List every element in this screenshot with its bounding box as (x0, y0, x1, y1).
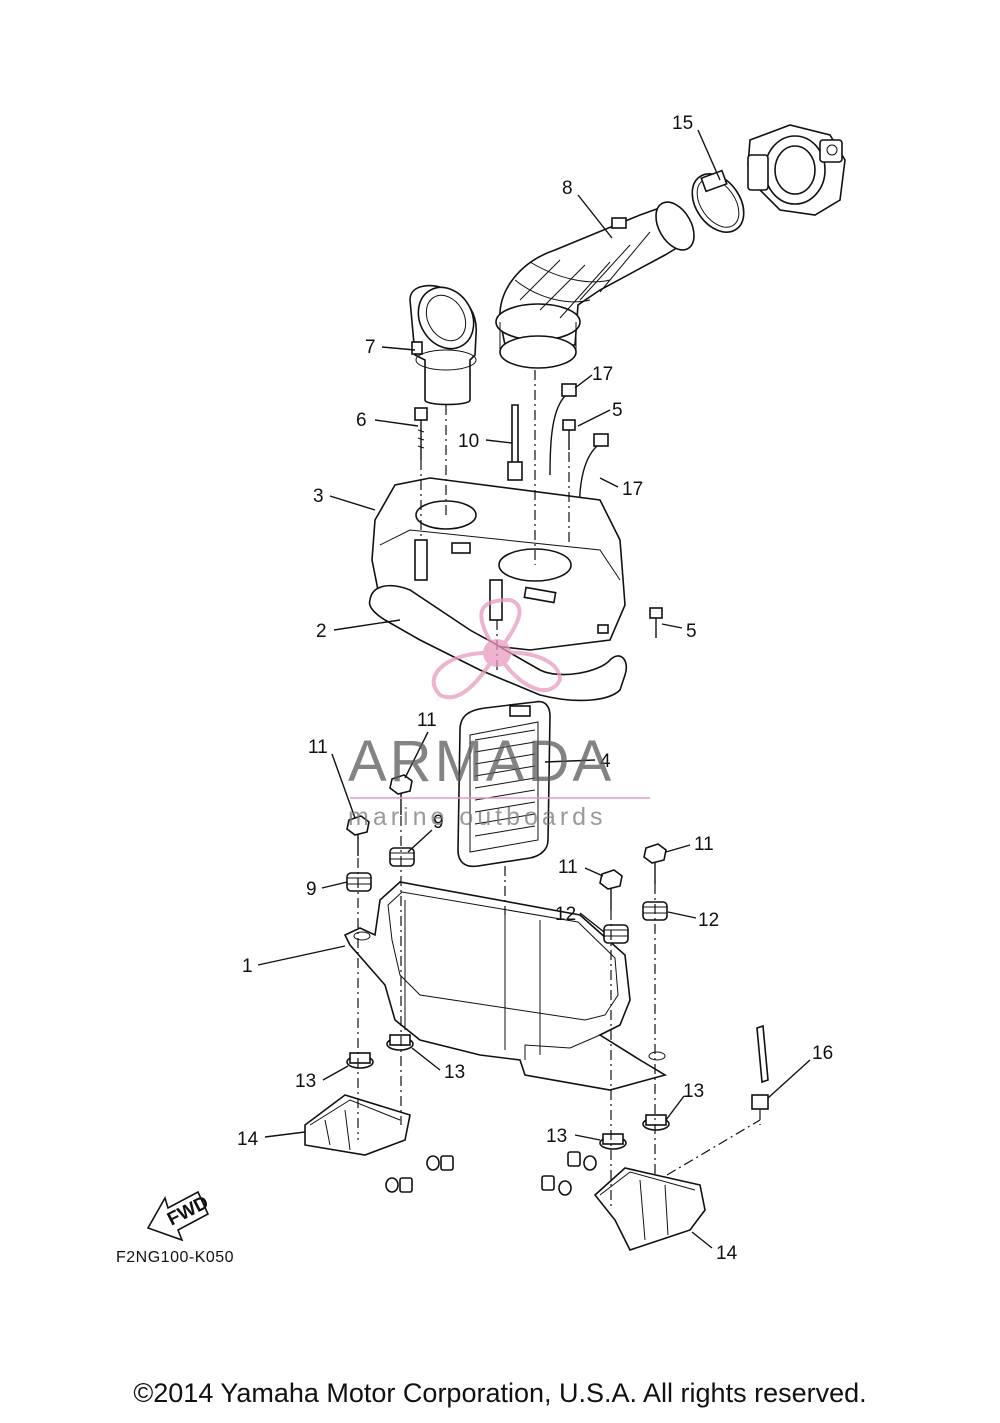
collar-13-b (386, 1034, 414, 1051)
bolt-11-a (346, 815, 370, 856)
callout-5-upper: 5 (612, 400, 623, 421)
throttle-body (747, 124, 846, 216)
grommet-12-a (603, 924, 629, 944)
bolt-5-lower (649, 607, 663, 638)
callout-11-c: 11 (558, 857, 578, 878)
bracket-14-right (593, 1167, 706, 1251)
collar-13-a (346, 1052, 374, 1069)
hose-clamp (691, 169, 745, 233)
grommet-9-b (389, 847, 415, 867)
callout-11-b: 11 (417, 710, 437, 731)
intake-duct (495, 201, 695, 369)
fwd-arrow-icon: FWD (146, 1190, 212, 1242)
callout-11-a: 11 (308, 737, 328, 758)
bolt-11-d (643, 843, 667, 884)
callout-4: 4 (600, 751, 611, 772)
callout-14-right: 14 (716, 1243, 738, 1264)
collar-13-c (599, 1133, 627, 1150)
assembly-lines (357, 370, 761, 1210)
callout-13-a: 13 (295, 1071, 316, 1092)
callout-11-d: 11 (694, 834, 714, 855)
callout-15: 15 (672, 113, 693, 134)
callout-12-a: 12 (555, 904, 576, 925)
callout-8: 8 (562, 178, 573, 199)
diagram-code: F2NG100-K050 (116, 1249, 235, 1266)
callout-12-b: 12 (698, 910, 719, 931)
callout-2: 2 (316, 621, 327, 642)
watermark-subtitle: marine outboards (348, 803, 607, 831)
airbox-case (343, 881, 668, 1091)
callout-14-left: 14 (237, 1129, 259, 1150)
callout-labels: 15 8 7 6 10 17 5 17 3 2 5 4 11 11 9 9 1 … (237, 113, 833, 1264)
callout-6: 6 (356, 410, 367, 431)
callout-9-b: 9 (433, 812, 444, 833)
copyright-notice: ©2014 Yamaha Motor Corporation, U.S.A. A… (133, 1378, 867, 1408)
cable-tie-17-upper (549, 383, 577, 476)
cable-tie-10 (507, 404, 523, 481)
callout-5-lower: 5 (686, 621, 697, 642)
grommet-9-a (346, 872, 372, 892)
bolt-11-b (389, 774, 413, 815)
leader-lines (257, 129, 811, 1249)
callout-3: 3 (313, 486, 324, 507)
bolt-5-upper (562, 419, 576, 450)
nut-washer-right (541, 1151, 597, 1196)
callout-17-upper: 17 (592, 364, 613, 385)
bolt-6 (414, 407, 428, 460)
callout-9-a: 9 (306, 879, 317, 900)
nut-washer-left (385, 1155, 454, 1193)
callout-13-c: 13 (546, 1126, 567, 1147)
cable-tie-16 (751, 1024, 769, 1110)
bolt-11-c (599, 869, 623, 910)
callout-1: 1 (242, 956, 253, 977)
callout-10: 10 (458, 431, 479, 452)
gasket (368, 584, 628, 702)
callout-13-b: 13 (444, 1062, 465, 1083)
collar-13-d (642, 1114, 670, 1131)
intake-pipe (409, 284, 477, 406)
callout-17-lower: 17 (622, 479, 643, 500)
callout-13-d: 13 (683, 1081, 704, 1102)
air-filter (457, 700, 551, 868)
propeller-logo-icon (431, 597, 563, 700)
callout-7: 7 (365, 337, 376, 358)
watermark-name: ARMADA (348, 729, 615, 794)
callout-16: 16 (812, 1043, 833, 1064)
